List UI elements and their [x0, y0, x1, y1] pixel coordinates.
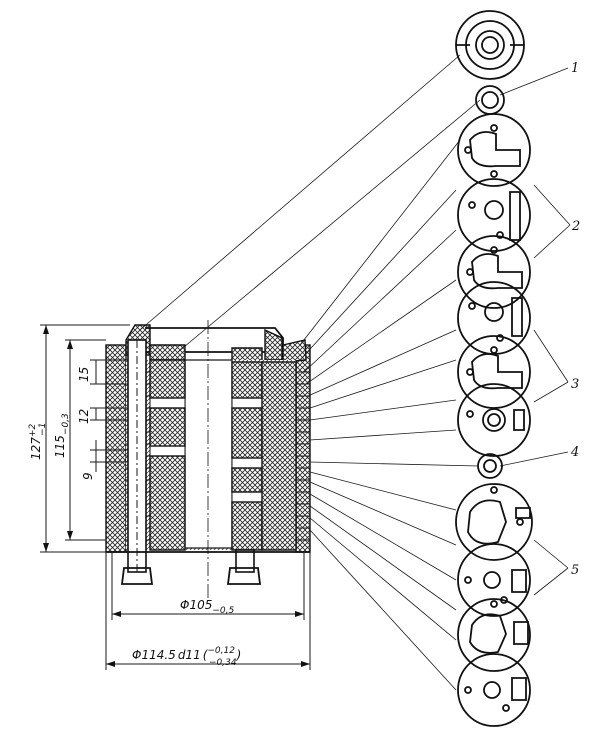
top-cap-inner-left — [149, 344, 186, 361]
callout-5: 5 — [571, 563, 579, 578]
callout-4: 4 — [570, 445, 579, 460]
dim-body-height: 115−0,3 — [53, 413, 71, 458]
plate-3a — [457, 335, 531, 409]
dim-9: 9 — [81, 472, 95, 480]
leader-lines — [139, 54, 571, 691]
plate-5c — [457, 598, 531, 672]
plate-5d — [457, 653, 531, 727]
plate-3b — [457, 383, 531, 457]
dim-15: 15 — [77, 367, 91, 382]
plate-column — [455, 10, 533, 727]
plate-2b — [457, 178, 531, 252]
plate-stack — [126, 359, 310, 551]
dim-12: 12 — [77, 409, 91, 424]
plate-5a — [455, 483, 533, 561]
dim-total-height: 127+2−1 — [28, 423, 48, 460]
callout-1: 1 — [571, 61, 579, 76]
section-view — [105, 320, 311, 600]
plate-top-ring — [455, 10, 525, 80]
callouts: 1 2 3 4 5 — [570, 61, 580, 578]
tie-bolt-left — [120, 339, 154, 585]
plate-2c — [457, 235, 531, 309]
callout-3: 3 — [571, 377, 579, 392]
plate-2a — [457, 113, 531, 187]
plate-small-ring — [475, 85, 505, 115]
plate-2d — [457, 281, 531, 355]
tie-bolt-right — [226, 549, 262, 585]
top-cap-inner-right — [231, 347, 263, 363]
plate-4-small-ring — [477, 453, 503, 479]
dim-inner-diameter: Φ105−0,5 — [180, 598, 234, 616]
callout-2: 2 — [571, 219, 580, 234]
left-shell-wall — [105, 344, 127, 553]
top-right-flange — [282, 339, 307, 363]
plate-5b — [457, 543, 531, 617]
right-shell-wall — [295, 344, 311, 553]
